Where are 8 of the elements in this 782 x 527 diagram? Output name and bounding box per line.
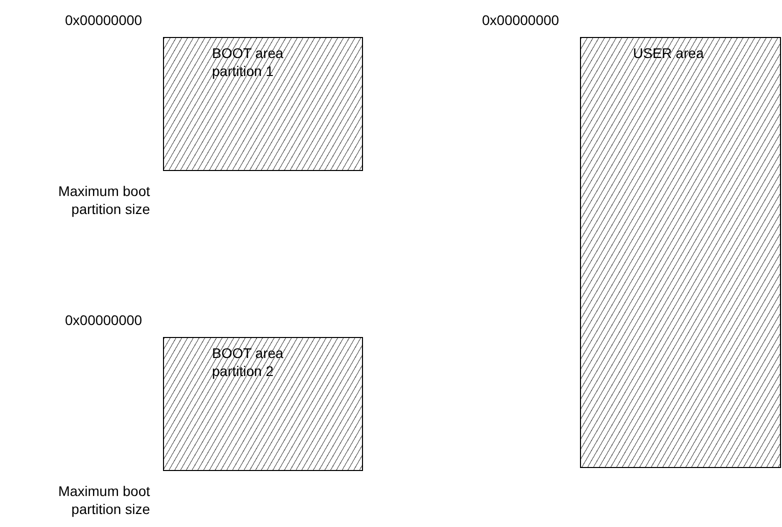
size-note: Maximum boot partition size bbox=[57, 182, 150, 218]
address-label: 0x00000000 bbox=[65, 311, 144, 329]
address-label: 0x00000000 bbox=[482, 11, 560, 29]
hatched-partition-box bbox=[163, 337, 363, 471]
hatched-partition-box bbox=[580, 37, 781, 468]
hatched-partition-box bbox=[163, 37, 363, 171]
address-label: 0x00000000 bbox=[65, 11, 144, 29]
size-note: Maximum boot partition size bbox=[57, 482, 150, 518]
